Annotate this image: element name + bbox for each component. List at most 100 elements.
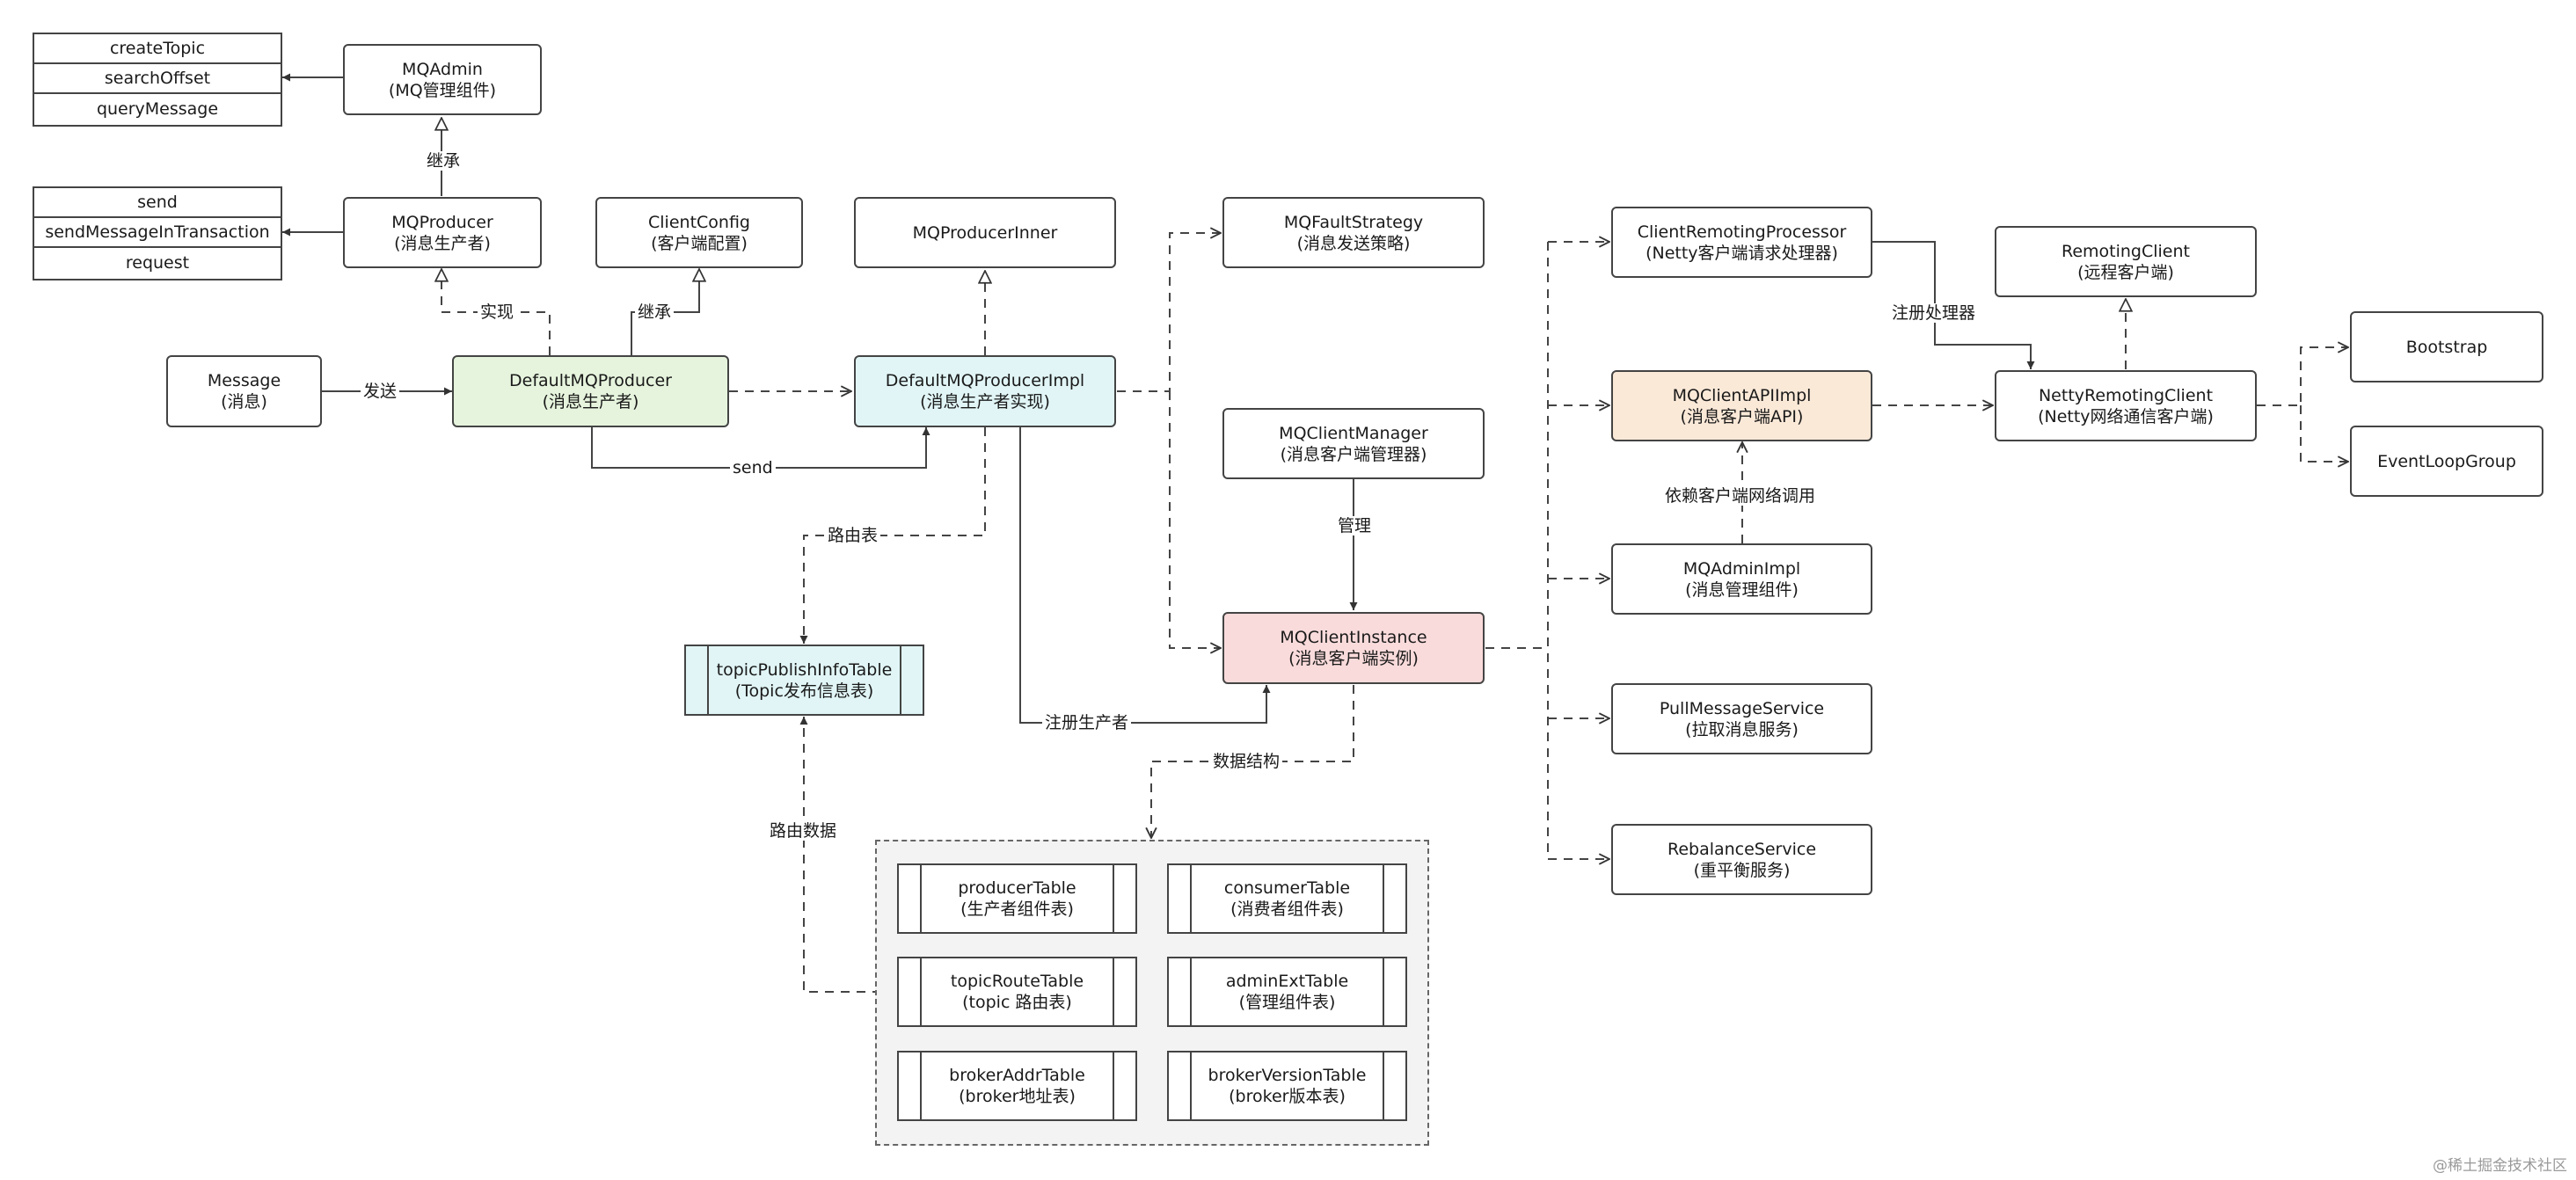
node-title: ClientRemotingProcessor <box>1637 222 1847 242</box>
node-subtitle: (消息客户端API) <box>1680 406 1804 426</box>
node-title: ClientConfig <box>648 212 750 232</box>
edge-label-depends-network: 依赖客户端网络调用 <box>1662 486 1819 506</box>
list-item: request <box>125 253 190 273</box>
list-item: searchOffset <box>34 64 281 94</box>
list-item: queryMessage <box>96 99 219 119</box>
edge-impl-register <box>1019 427 1271 724</box>
node-mqclientmanager: MQClientManager (消息客户端管理器) <box>1222 408 1485 479</box>
node-subtitle: (客户端配置) <box>651 233 748 253</box>
node-title: NettyRemotingClient <box>2038 385 2214 405</box>
node-title: brokerVersionTable <box>1208 1066 1367 1085</box>
node-remotingclient: RemotingClient (远程客户端) <box>1995 226 2257 297</box>
node-title: MQAdmin <box>402 59 483 79</box>
node-eventloopgroup: EventLoopGroup <box>2350 426 2543 497</box>
node-pullmessageservice: PullMessageService (拉取消息服务) <box>1611 683 1872 754</box>
node-nettyremotingclient: NettyRemotingClient (Netty网络通信客户端) <box>1995 370 2257 441</box>
node-title: adminExtTable <box>1225 972 1349 991</box>
edge-label-route-table: 路由表 <box>825 526 881 545</box>
node-title: MQProducer <box>391 212 493 232</box>
edge-impl-clientinstance <box>1169 391 1221 648</box>
list-item: send <box>34 188 281 218</box>
node-subtitle: (Netty客户端请求处理器) <box>1646 243 1838 263</box>
edge-processor-netty <box>1872 241 2035 369</box>
node-consumertable: consumerTable (消费者组件表) <box>1167 863 1407 934</box>
node-subtitle: (broker版本表) <box>1229 1087 1346 1106</box>
edge-impl-topicpublish <box>799 427 986 644</box>
node-title: DefaultMQProducerImpl <box>885 371 1085 390</box>
node-title: producerTable <box>958 878 1076 898</box>
node-title: PullMessageService <box>1659 698 1825 718</box>
node-title: consumerTable <box>1223 878 1351 898</box>
node-bootstrap: Bootstrap <box>2350 311 2543 382</box>
node-title: DefaultMQProducer <box>509 371 672 390</box>
node-mqproducerinner: MQProducerInner <box>854 197 1116 268</box>
node-mqadmin: MQAdmin (MQ管理组件) <box>343 44 542 115</box>
edge-netty-bootstrap <box>2257 347 2348 406</box>
node-mqclientinstance: MQClientInstance (消息客户端实例) <box>1222 612 1485 684</box>
node-subtitle: (消费者组件表) <box>1230 900 1344 919</box>
node-title: MQClientAPIImpl <box>1672 385 1812 405</box>
node-subtitle: (消息发送策略) <box>1296 233 1411 253</box>
admin-methods-list: createTopic searchOffset queryMessage <box>33 33 282 127</box>
node-subtitle: (拉取消息服务) <box>1685 719 1799 739</box>
node-subtitle: (消息管理组件) <box>1685 579 1799 600</box>
node-subtitle: (生产者组件表) <box>960 900 1074 919</box>
node-mqfaultstrategy: MQFaultStrategy (消息发送策略) <box>1222 197 1485 268</box>
node-subtitle: (重平衡服务) <box>1693 860 1791 880</box>
list-item: sendMessageInTransaction <box>34 218 281 248</box>
node-mqclientapiimpl: MQClientAPIImpl (消息客户端API) <box>1611 370 1872 441</box>
node-topicroutetable: topicRouteTable (topic 路由表) <box>897 957 1137 1027</box>
node-subtitle: (消息生产者) <box>542 392 639 412</box>
node-message: Message (消息) <box>166 355 322 427</box>
node-title: topicPublishInfoTable <box>716 659 893 680</box>
node-subtitle: (远程客户端) <box>2077 262 2174 282</box>
edge-label-data-structure: 数据结构 <box>1210 752 1283 771</box>
node-subtitle: (Netty网络通信客户端) <box>2038 406 2214 426</box>
node-title: EventLoopGroup <box>2377 451 2516 471</box>
node-subtitle: (Topic发布信息表) <box>734 681 874 701</box>
node-title: topicRouteTable <box>950 972 1084 991</box>
node-mqproducer: MQProducer (消息生产者) <box>343 197 542 268</box>
watermark: @稀土掘金技术社区 <box>2433 1157 2567 1175</box>
node-title: brokerAddrTable <box>949 1066 1085 1085</box>
edge-netty-eventloop <box>2300 405 2348 462</box>
edge-label-inherit-admin: 继承 <box>424 151 463 171</box>
node-subtitle: (消息生产者实现) <box>920 392 1050 412</box>
node-rebalanceservice: RebalanceService (重平衡服务) <box>1611 824 1872 895</box>
node-defaultmqproducer: DefaultMQProducer (消息生产者) <box>452 355 729 427</box>
edge-label-register-processor: 注册处理器 <box>1889 303 1979 323</box>
node-subtitle: (管理组件表) <box>1238 993 1336 1012</box>
node-title: MQClientInstance <box>1280 628 1427 647</box>
edge-label-implements: 实现 <box>478 302 517 322</box>
node-title: Message <box>207 371 281 390</box>
edge-label-register-producer: 注册生产者 <box>1042 713 1132 732</box>
node-subtitle: (消息生产者) <box>394 233 491 253</box>
node-subtitle: (broker地址表) <box>959 1087 1076 1106</box>
node-title: MQAdminImpl <box>1682 558 1801 579</box>
node-subtitle: (消息) <box>221 392 267 412</box>
node-topicpublishinfotable: topicPublishInfoTable (Topic发布信息表) <box>684 645 924 716</box>
list-item: createTopic <box>34 34 281 64</box>
edge-label-inherit-config: 继承 <box>635 302 675 322</box>
node-title: MQFaultStrategy <box>1283 212 1424 232</box>
node-clientconfig: ClientConfig (客户端配置) <box>595 197 803 268</box>
node-title: RebalanceService <box>1667 839 1817 859</box>
edge-label-send-en: send <box>730 458 776 477</box>
producer-methods-list: send sendMessageInTransaction request <box>33 186 282 280</box>
node-producertable: producerTable (生产者组件表) <box>897 863 1137 934</box>
node-subtitle: (topic 路由表) <box>962 993 1072 1012</box>
edge-label-send-cn: 发送 <box>361 382 400 401</box>
node-brokerversiontable: brokerVersionTable (broker版本表) <box>1167 1051 1407 1121</box>
node-brokeraddrtable: brokerAddrTable (broker地址表) <box>897 1051 1137 1121</box>
node-title: RemotingClient <box>2061 241 2190 261</box>
edge-label-manage: 管理 <box>1335 516 1375 535</box>
edge-routedata <box>799 717 897 993</box>
node-adminexttable: adminExtTable (管理组件表) <box>1167 957 1407 1027</box>
node-title: MQProducerInner <box>912 222 1058 243</box>
node-defaultmqproducerimpl: DefaultMQProducerImpl (消息生产者实现) <box>854 355 1116 427</box>
node-subtitle: (消息客户端管理器) <box>1280 444 1427 464</box>
node-subtitle: (MQ管理组件) <box>388 80 497 100</box>
edge-impl-faultstrategy <box>1117 233 1221 392</box>
node-title: MQClientManager <box>1279 423 1428 443</box>
node-subtitle: (消息客户端实例) <box>1288 649 1419 668</box>
